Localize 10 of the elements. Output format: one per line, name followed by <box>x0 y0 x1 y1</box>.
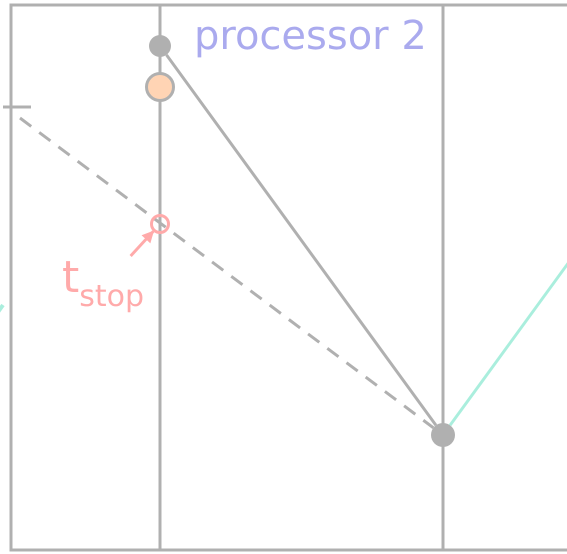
connector-line <box>165 54 438 426</box>
state-circle <box>145 72 175 102</box>
region-heading: processor 2 <box>194 14 427 58</box>
stop-marker <box>150 214 170 234</box>
connector-line <box>448 261 567 426</box>
time-label: t$_{stop}$ <box>62 256 146 314</box>
arrow <box>130 230 154 258</box>
event-dot <box>149 35 171 57</box>
event-dot <box>431 423 455 447</box>
connector-line <box>19 116 434 429</box>
